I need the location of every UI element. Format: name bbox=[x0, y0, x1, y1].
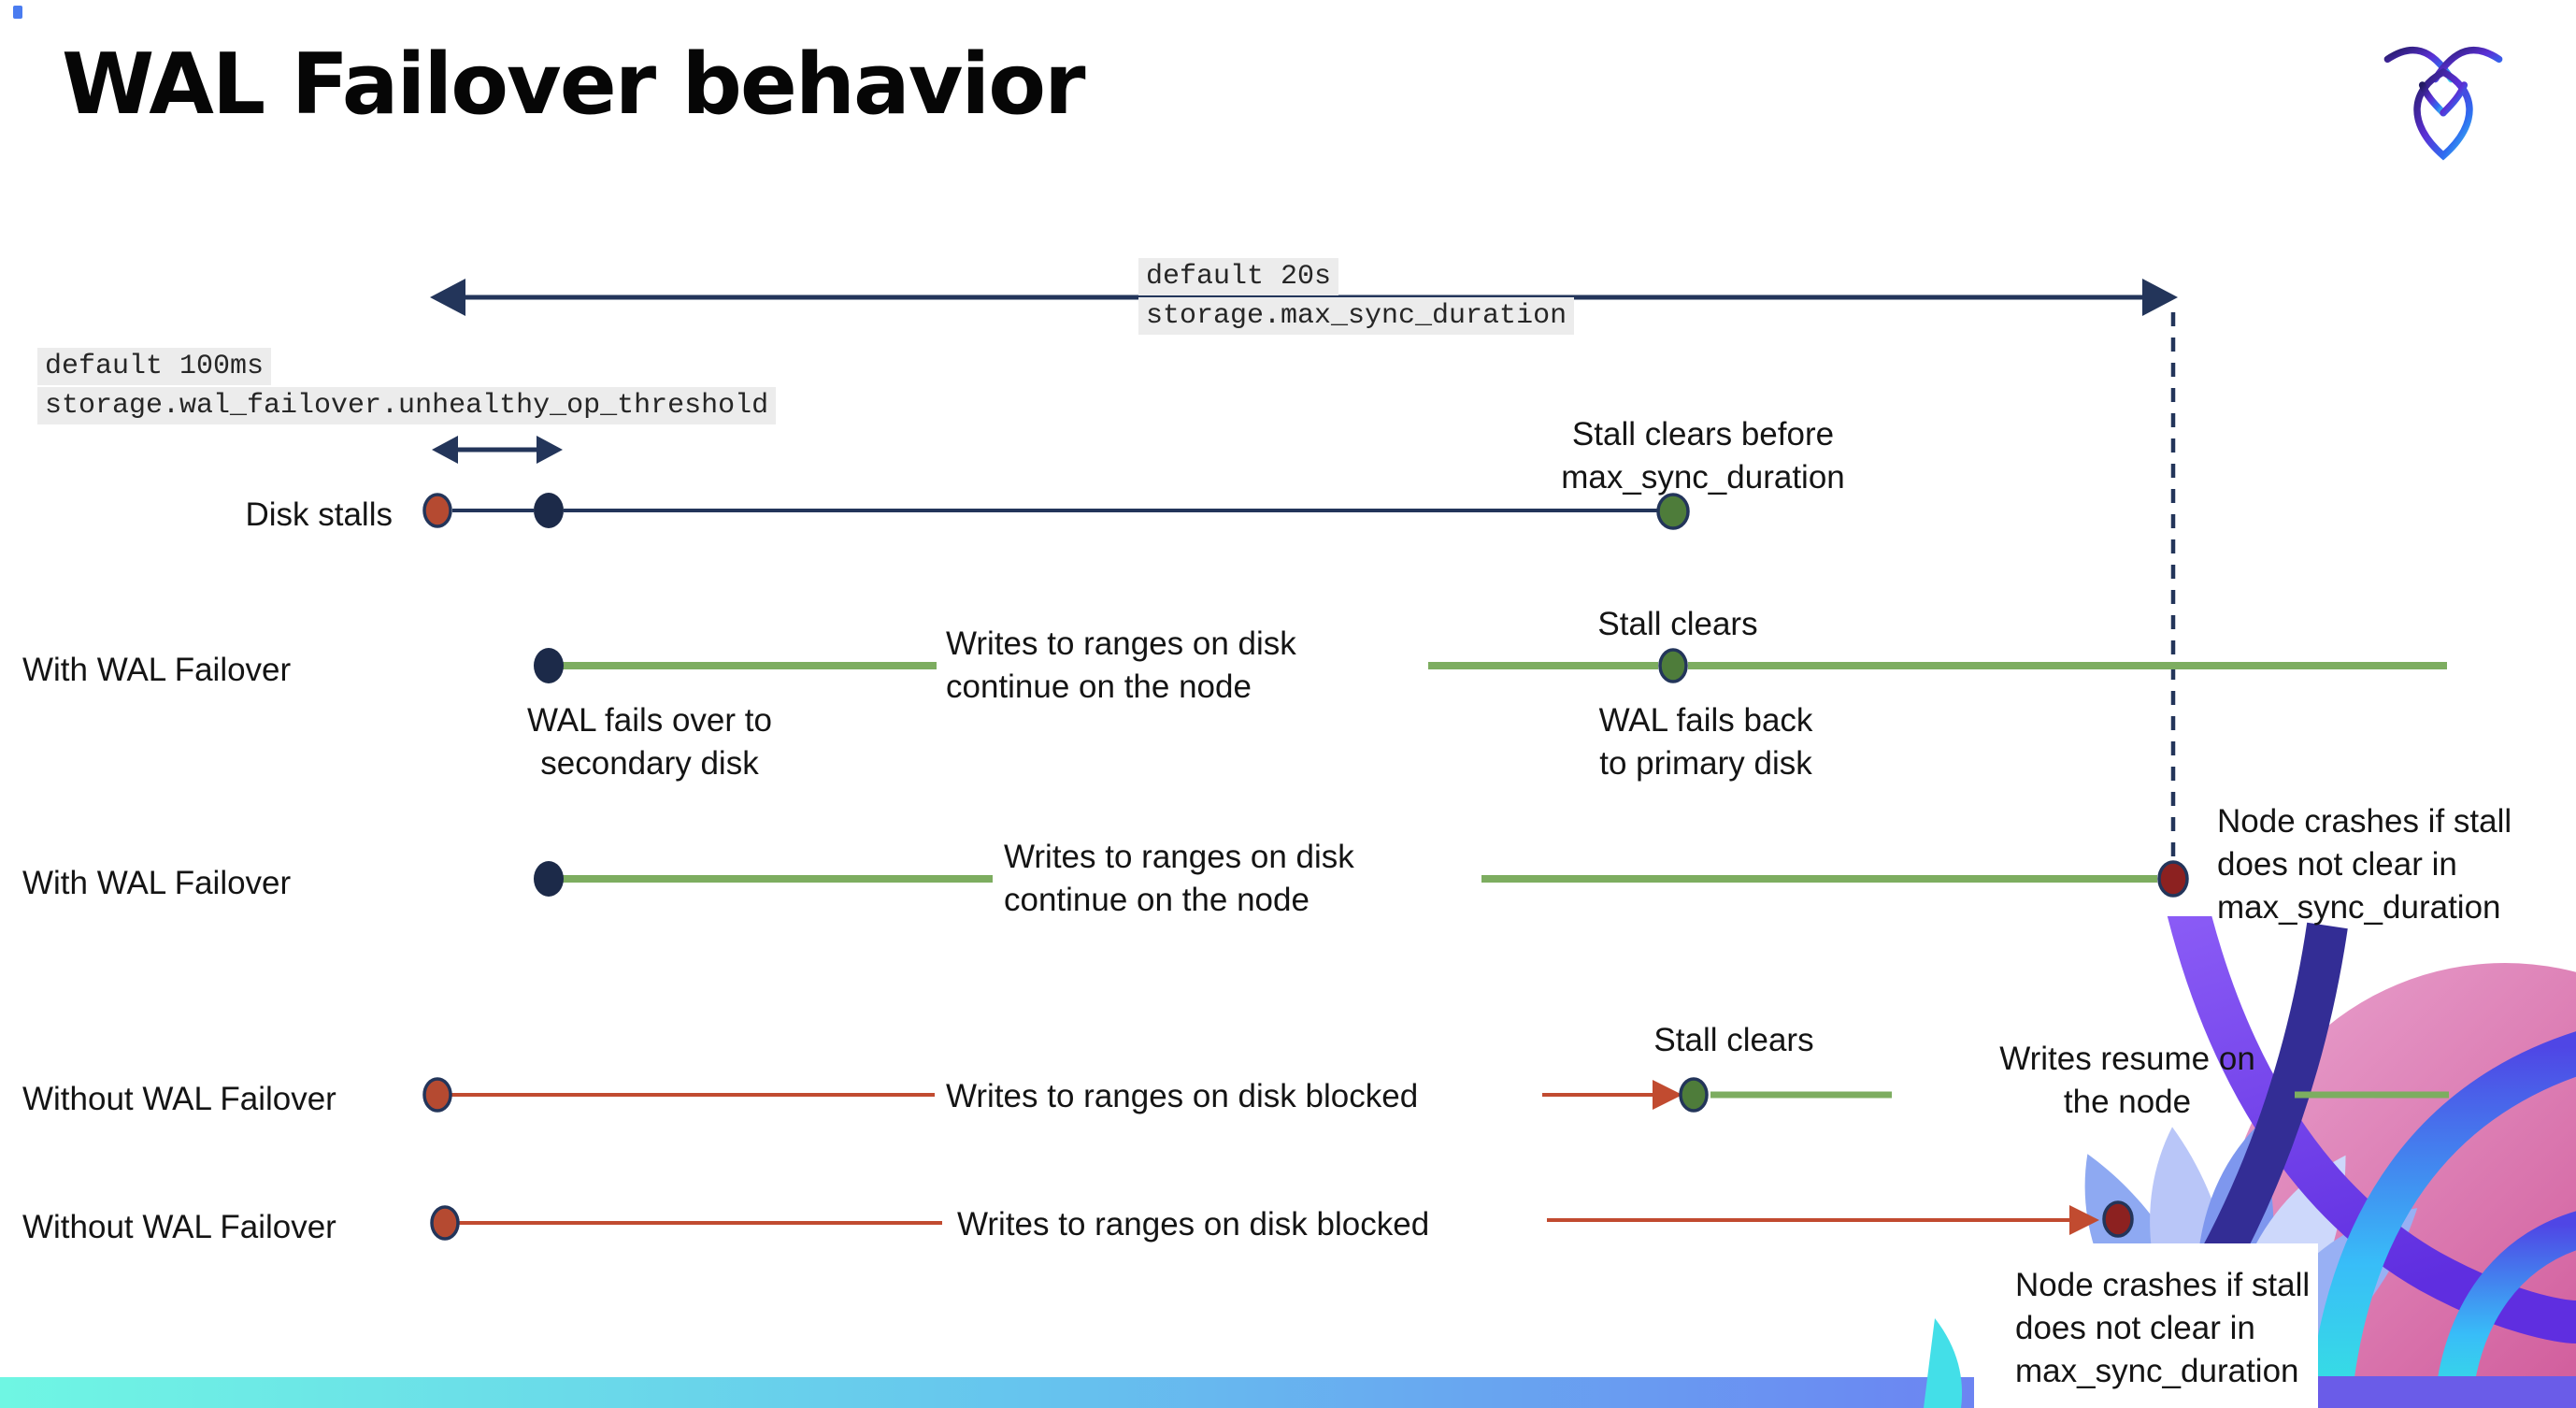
note-wal-fails-back: WAL fails back to primary disk bbox=[1598, 702, 1813, 782]
note-writes-resume: Writes resume on the node bbox=[1999, 1041, 2255, 1120]
row-label-with-wal-failover-1: With WAL Failover bbox=[22, 652, 292, 688]
note-stall-clears-before: Stall clears before max_sync_duration bbox=[1561, 416, 1845, 496]
max-sync-setting-name: storage.max_sync_duration bbox=[1138, 297, 1575, 335]
row-label-without-wal-failover-1: Without WAL Failover bbox=[22, 1081, 336, 1117]
note-writes-blocked-1: Writes to ranges on disk blocked bbox=[946, 1078, 1419, 1114]
threshold-default-label: default 100ms bbox=[37, 348, 272, 385]
row1-failover-trigger-dot bbox=[534, 493, 564, 528]
row-label-disk-stalls: Disk stalls bbox=[245, 496, 393, 533]
note-writes-continue-1: Writes to ranges on disk continue on the… bbox=[946, 625, 1296, 705]
artwork-cyan-limb bbox=[2308, 1031, 2576, 1408]
row3-failover-dot bbox=[534, 861, 564, 897]
row5-red-arrowhead bbox=[2069, 1205, 2099, 1235]
max-sync-arrowhead-left bbox=[430, 279, 465, 316]
row-label-without-wal-failover-2: Without WAL Failover bbox=[22, 1209, 336, 1245]
threshold-setting-name: storage.wal_failover.unhealthy_op_thresh… bbox=[37, 387, 777, 424]
stray-mark bbox=[13, 6, 22, 19]
threshold-arrowhead-right bbox=[537, 436, 563, 464]
note-node-crashes-2: Node crashes if stall does not clear in … bbox=[2015, 1267, 2311, 1389]
artwork-cyan-limb-2 bbox=[2434, 1211, 2576, 1408]
note-node-crashes-1: Node crashes if stall does not clear in … bbox=[2217, 803, 2512, 926]
note-stall-clears-1: Stall clears bbox=[1597, 606, 1758, 642]
row2-stall-clears-dot bbox=[1658, 648, 1688, 683]
row-label-with-wal-failover-2: With WAL Failover bbox=[22, 865, 292, 901]
row5-crash-dot bbox=[2102, 1200, 2134, 1238]
note-writes-continue-2: Writes to ranges on disk continue on the… bbox=[1004, 839, 1354, 918]
row4-stall-clears-dot bbox=[1679, 1077, 1709, 1113]
crash-note-box: Node crashes if stall does not clear in … bbox=[1974, 1243, 2318, 1408]
note-stall-clears-2: Stall clears bbox=[1653, 1022, 1814, 1058]
row5-stall-start-dot bbox=[430, 1205, 460, 1241]
note-writes-blocked-2: Writes to ranges on disk blocked bbox=[957, 1206, 1430, 1243]
row4-stall-start-dot bbox=[422, 1077, 452, 1113]
row1-stall-start-dot bbox=[422, 493, 452, 528]
row1-stall-clears-dot bbox=[1656, 493, 1690, 530]
max-sync-default-label: default 20s bbox=[1138, 258, 1339, 295]
row4-red-arrowhead bbox=[1653, 1080, 1682, 1110]
threshold-arrowhead-left bbox=[432, 436, 458, 464]
artwork-cyan-sliver bbox=[1924, 1318, 1963, 1408]
max-sync-arrowhead-right bbox=[2142, 279, 2178, 316]
note-wal-fails-over: WAL fails over to secondary disk bbox=[527, 702, 772, 782]
cockroachdb-logo-icon bbox=[2383, 46, 2503, 161]
page-title: WAL Failover behavior bbox=[62, 36, 1085, 134]
row2-failover-dot bbox=[534, 648, 564, 683]
row3-crash-dot bbox=[2157, 860, 2189, 898]
